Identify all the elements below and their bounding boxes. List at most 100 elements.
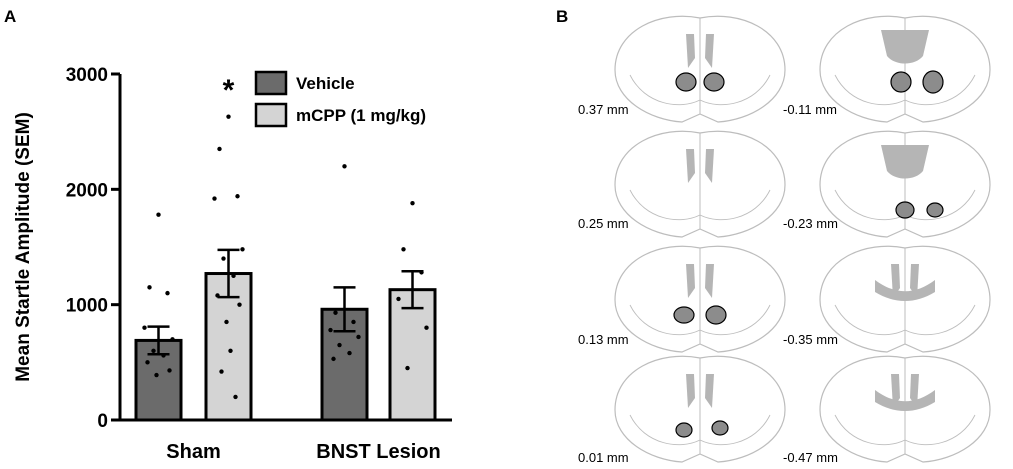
inner-contour (834, 414, 976, 446)
slice-label: 0.13 mm (578, 332, 629, 347)
lateral-ventricle (891, 264, 900, 298)
y-tick-label: 3000 (66, 65, 108, 86)
annotations: * (223, 74, 235, 107)
data-point (401, 247, 406, 252)
lesion-outline (922, 70, 944, 94)
y-tick-label: 0 (97, 411, 108, 432)
data-point (161, 353, 166, 358)
legend-swatch (254, 70, 288, 96)
lesion-outline (890, 71, 912, 93)
lateral-ventricle (705, 149, 714, 183)
legend-swatch (254, 102, 288, 128)
data-point (233, 394, 238, 400)
inner-contour (629, 189, 771, 221)
slice-label: -0.23 mm (783, 216, 838, 231)
data-point (405, 365, 410, 371)
slice-label: -0.47 mm (783, 450, 838, 465)
slice-label: -0.11 mm (783, 102, 837, 117)
inner-contour (629, 74, 771, 106)
ventricle-band (875, 390, 935, 411)
panel-a-letter: A (4, 7, 16, 26)
data-point (215, 293, 220, 298)
error-bars (147, 248, 424, 356)
lateral-ventricle (881, 30, 929, 64)
lateral-ventricle (891, 374, 900, 408)
data-point (231, 273, 236, 279)
lateral-ventricle (686, 264, 695, 298)
data-point (235, 194, 240, 199)
inner-contour (629, 414, 771, 446)
y-tick-label: 1000 (66, 296, 108, 317)
lesion-outline (926, 202, 944, 218)
bars (134, 272, 437, 422)
lesion-outline (705, 305, 727, 325)
data-point (142, 325, 147, 330)
lesion-outline (703, 72, 725, 92)
lateral-ventricle (686, 34, 695, 68)
brain-slice: -0.11 mm (783, 15, 991, 123)
category-label: Sham (166, 441, 220, 463)
data-point (217, 146, 222, 152)
data-point (221, 256, 226, 261)
y-axis-title: Mean Startle Amplitude (SEM) (13, 112, 34, 382)
lateral-ventricle (686, 374, 695, 408)
panel-b-letter: B (556, 7, 568, 26)
data-point (145, 360, 150, 365)
data-point (342, 164, 347, 169)
bar-chart: Mean Startle Amplitude (SEM) 01000200030… (13, 65, 452, 463)
data-point (154, 372, 159, 378)
lesion-outline (711, 420, 729, 436)
data-point (226, 114, 231, 119)
ventricle-band (875, 280, 935, 301)
lesion-outline (675, 422, 693, 438)
data-point (165, 290, 170, 296)
inner-contour (629, 304, 771, 336)
inner-contour (834, 74, 976, 106)
slice-label: -0.35 mm (783, 332, 838, 347)
slice-label: 0.37 mm (578, 102, 629, 117)
data-points (142, 114, 429, 400)
brain-slice-panel: 0.37 mm 0.25 mm 0.13 mm 0.01 mm -0.11 mm -0.2… (578, 15, 991, 465)
data-point (170, 337, 175, 342)
data-point (351, 319, 356, 325)
data-point (424, 325, 429, 330)
brain-slice: 0.25 mm (578, 130, 786, 238)
data-point (237, 302, 242, 307)
data-point (337, 342, 342, 348)
brain-slice: 0.37 mm (578, 15, 786, 123)
lateral-ventricle (910, 374, 919, 408)
lateral-ventricle (705, 264, 714, 298)
brain-slice: 0.01 mm (578, 355, 786, 465)
brain-slice: -0.47 mm (783, 355, 991, 465)
data-point (240, 247, 245, 252)
data-point (147, 285, 152, 290)
data-point (333, 310, 338, 315)
lateral-ventricle (881, 145, 929, 179)
data-point (167, 368, 172, 373)
data-point (212, 196, 217, 201)
data-point (219, 369, 224, 374)
brain-slice: 0.13 mm (578, 245, 786, 353)
data-point (228, 348, 233, 353)
category-labels: Sham BNST Lesion (166, 441, 440, 463)
inner-contour (834, 304, 976, 336)
data-point (224, 319, 229, 325)
lesion-outline (675, 72, 697, 92)
bar (388, 288, 437, 422)
lesion-outline (895, 201, 915, 219)
lateral-ventricle (705, 34, 714, 68)
data-point (419, 270, 424, 275)
lateral-ventricle (686, 149, 695, 183)
data-point (347, 350, 352, 356)
significance-marker: * (223, 74, 235, 107)
brain-slice: -0.35 mm (783, 245, 991, 353)
legend-label: Vehicle (296, 74, 355, 93)
category-label: BNST Lesion (316, 441, 440, 463)
lateral-ventricle (910, 264, 919, 298)
data-point (356, 334, 361, 340)
brain-slice: -0.23 mm (783, 130, 991, 238)
data-point (151, 348, 156, 353)
data-point (396, 296, 401, 302)
